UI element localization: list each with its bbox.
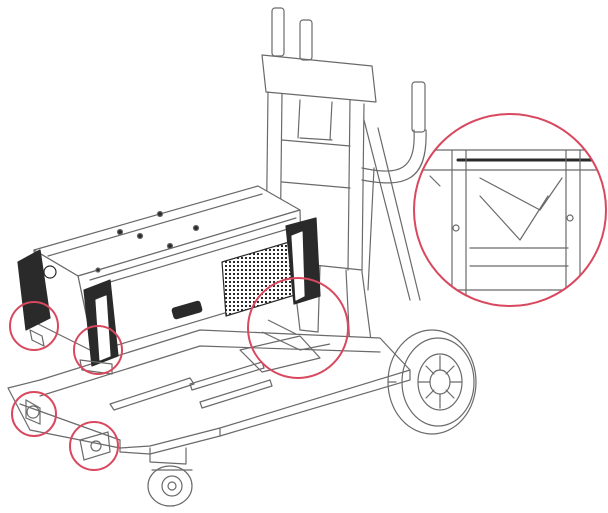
detail-zoom-view [414,114,606,306]
callout-circle-base-front [69,421,119,471]
vertical-frame [261,7,421,351]
power-source-unit [17,185,321,375]
callout-circle-front-foot [73,325,123,375]
callout-circle-base-left [11,391,57,437]
callout-circle-zoom [413,113,607,307]
base-platform [7,329,411,455]
callout-circle-frame-mount [247,277,349,379]
side-handle-bars [361,81,427,291]
front-caster [147,447,193,507]
rear-wheel [387,329,477,435]
callout-circle-left-foot [9,301,59,351]
